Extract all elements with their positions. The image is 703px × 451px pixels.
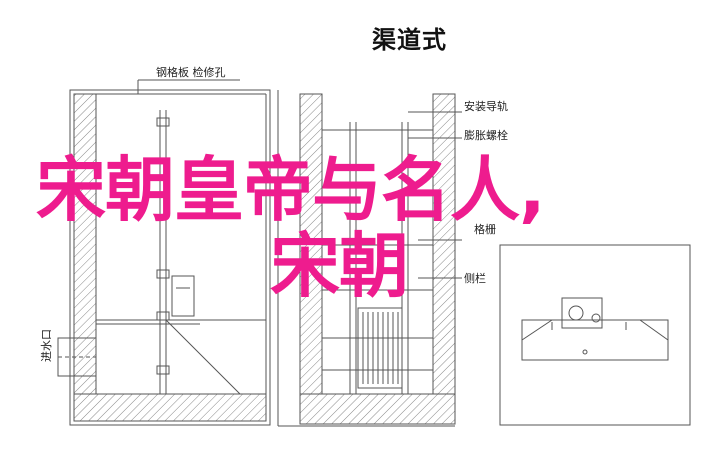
label-grille: 格栅 <box>474 223 496 236</box>
label-side-rail: 侧栏 <box>464 272 486 285</box>
grille-body <box>357 307 403 389</box>
motor-wheel <box>568 305 584 321</box>
inclined-grille <box>165 319 241 395</box>
motor-housing <box>561 297 603 329</box>
overlay-caption-line1: 宋朝皇帝与名人, <box>36 149 546 231</box>
side-section-view <box>57 79 271 426</box>
left-wall <box>73 93 97 395</box>
label-expansion-bolt: 膨胀螺栓 <box>464 129 508 142</box>
bottom-slab <box>73 393 267 422</box>
diagram-title: 渠道式 <box>372 26 447 54</box>
label-grating-manhole: 钢格板 检修孔 <box>156 66 226 79</box>
label-install-rail: 安装导轨 <box>464 100 508 113</box>
side-section-frame <box>69 89 271 426</box>
front-bottom-slab <box>299 393 456 425</box>
front-view <box>277 90 462 427</box>
plan-frame <box>499 244 691 426</box>
label-water-inlet: 进水口 <box>40 329 53 362</box>
overlay-caption-line2: 宋朝 <box>270 225 409 307</box>
lifting-device <box>171 275 195 317</box>
front-right-wall <box>432 93 456 395</box>
plan-view <box>499 244 691 426</box>
